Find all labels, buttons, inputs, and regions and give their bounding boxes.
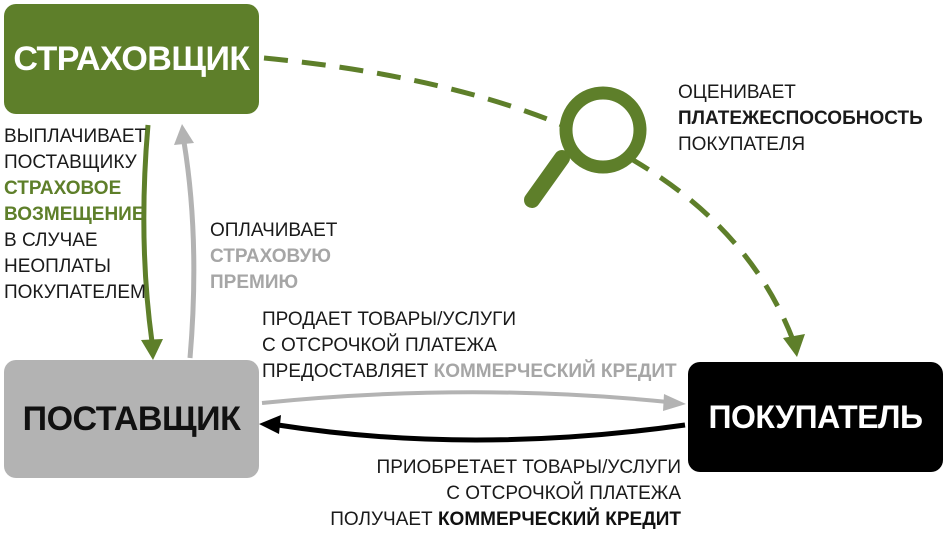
arrowhead-supplier-to-insurer <box>174 124 194 145</box>
arrowhead-buyer-to-supplier <box>259 415 281 434</box>
arrow-insurer-to-supplier <box>141 124 155 343</box>
arrow-buyer-to-supplier <box>277 422 686 443</box>
buyer-label: ПОКУПАТЕЛЬ <box>708 398 923 435</box>
insurer-label: СТРАХОВЩИК <box>13 39 250 78</box>
arrow-supplier-to-insurer <box>181 141 197 359</box>
arrowhead-supplier-to-buyer <box>663 394 686 411</box>
supplier-label: ПОСТАВЩИК <box>22 399 241 438</box>
supplier-box: ПОСТАВЩИК <box>4 360 259 478</box>
premium-caption: ОПЛАЧИВАЕТ СТРАХОВУЮ ПРЕМИЮ <box>210 220 338 293</box>
arrow-supplier-to-buyer <box>261 390 669 405</box>
arrowhead-insurer-to-buyer <box>783 334 805 357</box>
arrowhead-insurer-to-supplier <box>141 339 163 360</box>
insurer-box: СТРАХОВЩИК <box>4 4 259 114</box>
sells-caption: ПРОДАЕТ ТОВАРЫ/УСЛУГИ С ОТСРОЧКОЙ ПЛАТЕЖ… <box>262 309 677 382</box>
buyer-box: ПОКУПАТЕЛЬ <box>688 362 943 472</box>
magnifier-icon <box>524 86 647 208</box>
buys-caption: ПРИОБРЕТАЕТ ТОВАРЫ/УСЛУГИ С ОТСРОЧКОЙ ПЛ… <box>330 457 681 530</box>
evaluates-caption: ОЦЕНИВАЕТ ПЛАТЕЖЕСПОСОБНОСТЬ ПОКУПАТЕЛЯ <box>678 82 923 155</box>
payout-caption: ВЫПЛАЧИВАЕТ ПОСТАВЩИКУ СТРАХОВОЕ ВОЗМЕЩЕ… <box>4 126 147 303</box>
